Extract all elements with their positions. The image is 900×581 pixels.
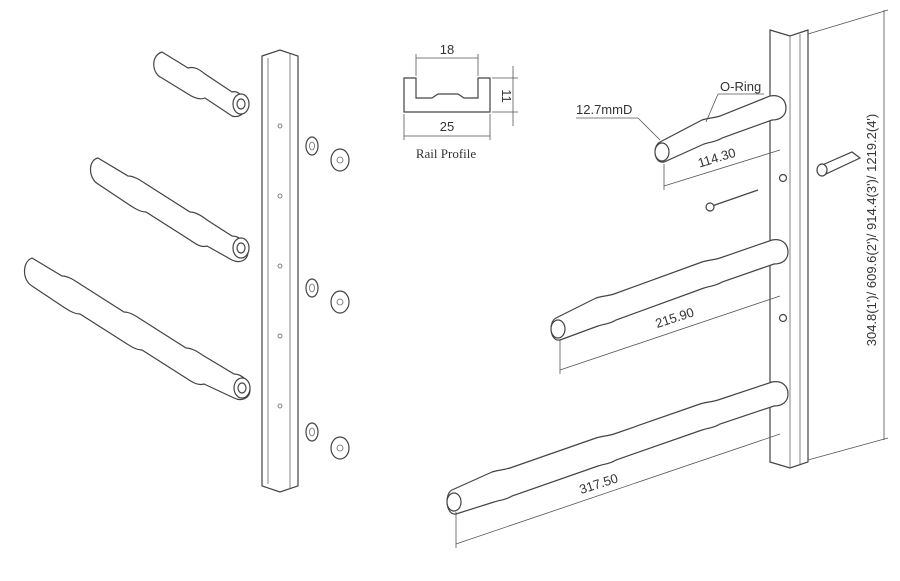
profile-top-width: 18 <box>440 42 454 57</box>
nail <box>705 189 759 212</box>
length-medium: 215.90 <box>653 304 695 331</box>
profile-caption: Rail Profile <box>416 146 477 161</box>
oring-label: O-Ring <box>720 79 761 94</box>
washer-2 <box>305 278 319 298</box>
peg-medium <box>550 239 789 341</box>
diameter-label: 12.7mmD <box>576 102 632 117</box>
screw-2 <box>330 290 350 314</box>
peg-long <box>446 381 789 515</box>
rail-profile: 18 11 25 Rail Profile <box>403 42 518 161</box>
dimension-rail-length: 304.8(1')/ 609.6(2')/ 914.4(3')/ 1219.2(… <box>807 9 889 461</box>
length-short: 114.30 <box>696 145 737 171</box>
washer-1 <box>305 136 319 156</box>
screw-1 <box>330 148 350 172</box>
rail-assembled <box>769 29 809 469</box>
rail-length-options: 304.8(1')/ 609.6(2')/ 914.4(3')/ 1219.2(… <box>864 114 879 347</box>
assembled-view: 12.7mmD O-Ring 114.30 215.90 317.50 <box>446 9 889 548</box>
peg-long-exploded <box>23 257 251 401</box>
length-long: 317.50 <box>577 470 619 497</box>
peg-medium-exploded <box>89 157 250 263</box>
profile-height: 11 <box>499 89 514 103</box>
rail-exploded <box>261 49 299 493</box>
wall-anchor <box>816 151 862 177</box>
screw-3 <box>330 436 350 460</box>
washer-3 <box>305 422 319 442</box>
exploded-view <box>23 49 350 493</box>
peg-short <box>654 95 787 163</box>
oring-callout: O-Ring <box>705 79 764 123</box>
diameter-callout: 12.7mmD <box>576 102 661 141</box>
profile-bottom-width: 25 <box>440 119 454 134</box>
peg-short-exploded <box>153 51 250 118</box>
